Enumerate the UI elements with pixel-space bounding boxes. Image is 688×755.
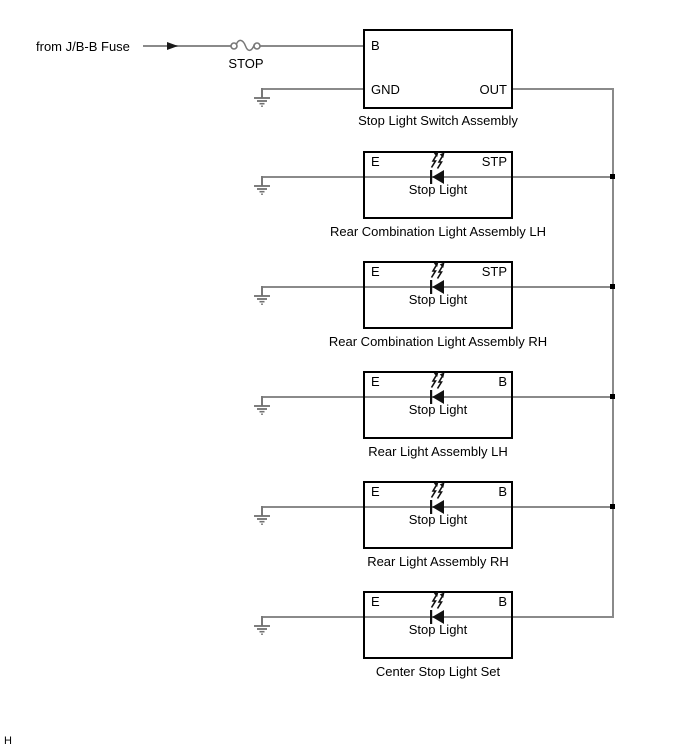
light-inner-label: Stop Light [408,512,468,527]
junction-dot [610,394,615,399]
box-caption: Rear Combination Light Assembly LH [329,224,547,239]
light-unit-1: E STP Stop Light Rear Combination Light … [0,151,688,251]
box-caption: Center Stop Light Set [375,664,501,679]
ground-icon [254,506,270,525]
terminal-label-right: B [498,594,507,609]
bus-wire [612,88,614,618]
terminal-label-b: B [371,38,380,53]
flow-arrow-icon [167,42,178,50]
led-icon [430,591,445,624]
light-unit-2: E STP Stop Light Rear Combination Light … [0,261,688,361]
ground-icon [254,616,270,635]
terminal-label-left: E [371,264,380,279]
led-icon [430,261,445,294]
light-inner-label: Stop Light [408,182,468,197]
terminal-label-right: B [498,374,507,389]
terminal-label-out: OUT [479,82,507,97]
terminal-label-right: B [498,484,507,499]
light-unit-5: E B Stop Light Center Stop Light Set [0,591,688,691]
terminal-label-left: E [371,154,380,169]
wire-feed-left [143,45,231,47]
junction-dot [610,174,615,179]
terminal-label-gnd: GND [371,82,400,97]
terminal-label-left: E [371,594,380,609]
led-icon [430,481,445,514]
ground-icon [254,286,270,305]
switch-assembly-unit: B GND OUT Stop Light Switch Assembly [0,29,688,129]
junction-dot [610,504,615,509]
light-inner-label: Stop Light [408,622,468,637]
junction-dot [610,284,615,289]
wire-switch-gnd [262,88,365,90]
ground-icon [254,176,270,195]
light-inner-label: Stop Light [408,292,468,307]
terminal-label-right: STP [481,154,507,169]
led-icon [430,371,445,404]
wire-switch-out [511,88,614,90]
terminal-label-left: E [371,484,380,499]
led-icon [430,151,445,184]
terminal-label-right: STP [481,264,507,279]
box-caption: Rear Combination Light Assembly RH [328,334,548,349]
page-marker: H [4,735,12,747]
light-inner-label: Stop Light [408,402,468,417]
ground-icon [254,88,270,107]
box-caption: Stop Light Switch Assembly [358,113,518,128]
light-unit-3: E B Stop Light Rear Light Assembly LH [0,371,688,471]
feed-source-label: from J/B-B Fuse [36,39,130,54]
fuse-icon [230,39,261,51]
box-caption: Rear Light Assembly RH [367,554,509,569]
box-caption: Rear Light Assembly LH [368,444,508,459]
ground-icon [254,396,270,415]
light-unit-4: E B Stop Light Rear Light Assembly RH [0,481,688,581]
terminal-label-left: E [371,374,380,389]
fuse-name-label: STOP [228,56,264,71]
wire-feed-right [260,45,365,47]
stop-light-switch-box [363,29,513,109]
